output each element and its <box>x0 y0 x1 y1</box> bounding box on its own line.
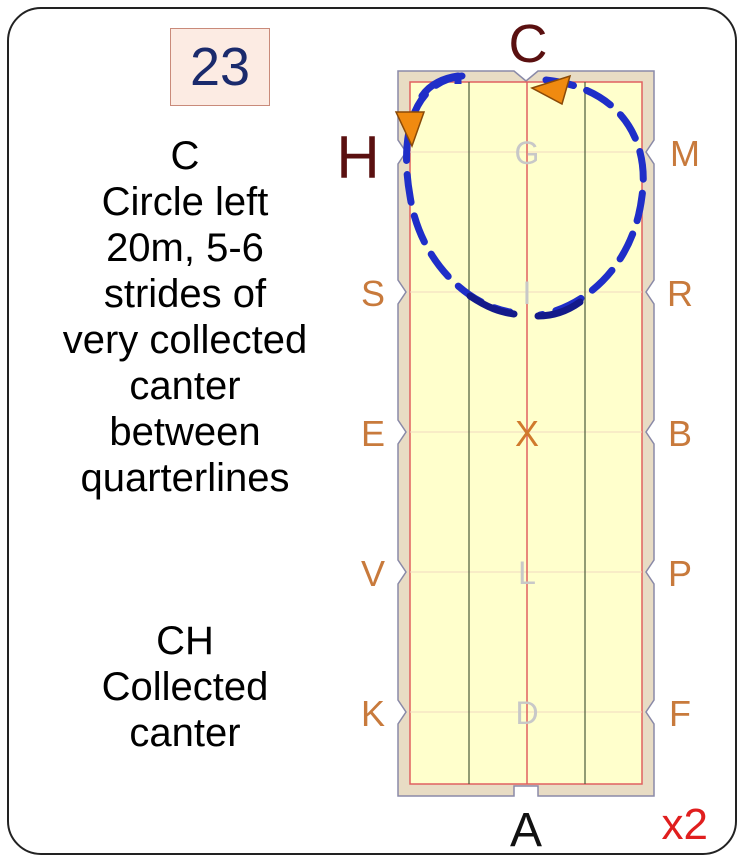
instruction-marker: CH <box>156 619 214 663</box>
arena-letter-left-h: H <box>336 124 379 191</box>
instruction-line: between <box>109 410 261 454</box>
arena-letter-center-d: D <box>515 695 538 731</box>
instruction-line: canter <box>129 364 241 408</box>
instruction-marker: C <box>170 134 200 178</box>
arena-letter-right-m: M <box>670 133 700 174</box>
arena-letter-top: C <box>509 14 548 74</box>
arena-letter-bottom: A <box>510 804 542 857</box>
direction-arrow-top <box>530 74 572 106</box>
arena-surface <box>409 81 643 785</box>
instruction-line: quarterlines <box>80 456 290 500</box>
instruction-line: 20m, 5-6 <box>106 226 264 270</box>
arena-letter-right-r: R <box>667 273 693 314</box>
arena-letter-right-f: F <box>669 693 691 734</box>
arena-letter-center-l: L <box>518 555 536 591</box>
repeat-label: x2 <box>661 800 708 849</box>
arena-letter-left-e: E <box>361 413 385 454</box>
figure-number: 23 <box>189 37 251 97</box>
instruction-line: Circle left <box>101 180 269 224</box>
arena-letter-right-b: B <box>668 413 692 454</box>
arena-letter-center-g: G <box>515 135 540 171</box>
figure-number-box: 23 <box>170 28 270 106</box>
instruction-line: canter <box>129 711 241 755</box>
arena-letter-left-s: S <box>361 273 385 314</box>
direction-arrow-left <box>394 111 426 148</box>
circle-path-bottom-dark <box>466 292 584 320</box>
instruction-block-1: C Circle left 20m, 5-6 strides of very c… <box>20 133 350 501</box>
arena-letter-left-v: V <box>361 553 385 594</box>
circle-path-top <box>418 72 462 100</box>
circle-path-right <box>536 76 647 319</box>
arena-cross-lines <box>410 151 642 713</box>
instruction-block-2: CH Collected canter <box>20 618 350 756</box>
instruction-line: strides of <box>103 272 267 316</box>
arena-letter-center-x: X <box>515 413 539 454</box>
arena-letter-left-k: K <box>361 693 385 734</box>
arena-letter-center-i: I <box>523 275 532 311</box>
arena-letter-right-p: P <box>668 553 692 594</box>
instruction-line: Collected <box>101 665 269 709</box>
instruction-line: very collected <box>62 318 308 362</box>
